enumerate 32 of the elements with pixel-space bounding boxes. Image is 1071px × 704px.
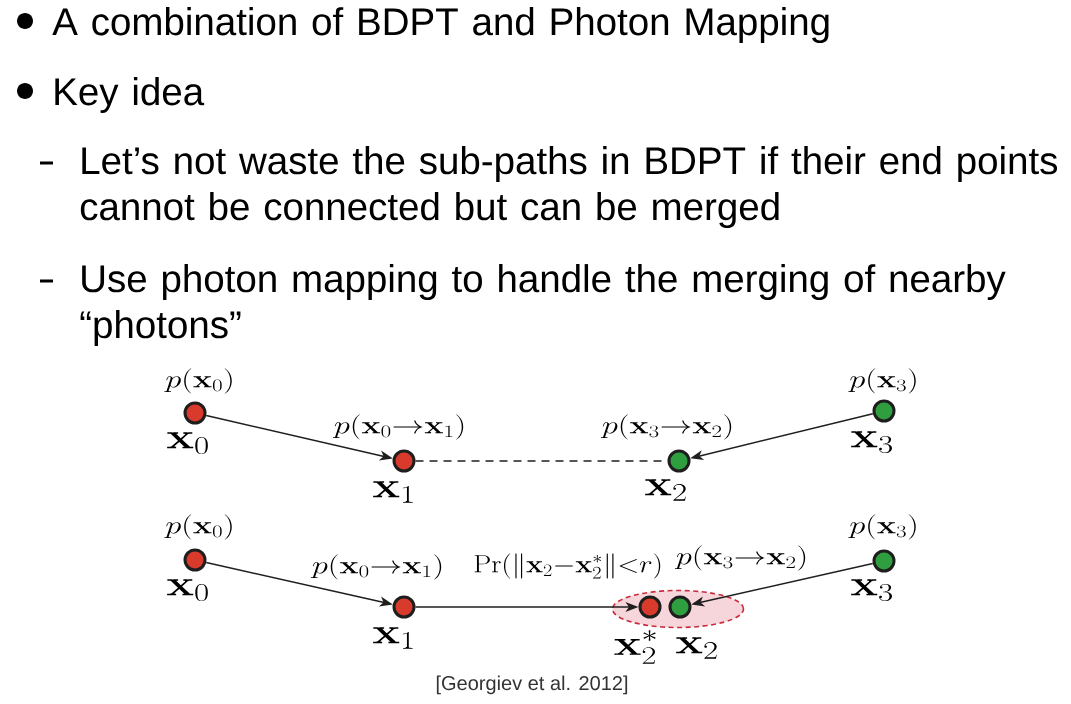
vertex-label: $\mathbf{x}_2$ [645, 479, 686, 501]
probability-label: $p(\mathbf{x}_3)$ [848, 368, 916, 394]
vertex-dot [392, 449, 416, 473]
vertex-dot [183, 401, 207, 425]
edge-label: $p(\mathbf{x}_0{\to}\mathbf{x}_1)$ [310, 554, 442, 580]
edge-label: $p(\mathbf{x}_0{\to}\mathbf{x}_1)$ [332, 414, 464, 440]
vertex-label: $\mathbf{x}_2$ [676, 637, 717, 659]
vertex-label: $\mathbf{x}_1$ [373, 481, 413, 503]
vertex-label: $\mathbf{x}_3$ [851, 579, 892, 602]
vertex-label: $\mathbf{x}_3$ [851, 431, 892, 454]
edge-label: $\mathrm{Pr}(\|\mathbf{x}_2{-}\mathbf{x}_2^*\|{<}r)$ [474, 553, 661, 579]
vertex-dot [183, 548, 207, 572]
vertex-label: $\mathbf{x}_0$ [167, 432, 208, 455]
bullet-text: Use photon mapping to handle the merging of nearby “photons” [80, 264, 1006, 346]
probability-label: $p(\mathbf{x}_0)$ [164, 368, 232, 394]
bullet-text: A combination of BDPT and Photon Mapping [52, 7, 829, 43]
vertex-dot [638, 595, 662, 619]
probability-label: $p(\mathbf{x}_0)$ [164, 514, 232, 540]
vertex-dot [872, 399, 896, 423]
vertex-label: $\mathbf{x}_1$ [373, 627, 413, 649]
bullet-text: Key idea [55, 77, 205, 113]
edge-label: $p(\mathbf{x}_3{\to}\mathbf{x}_2)$ [600, 414, 732, 440]
edge-label: $p(\mathbf{x}_3{\to}\mathbf{x}_2)$ [674, 545, 806, 571]
vertex-label: $\mathbf{x}_0$ [167, 579, 208, 602]
vertex-dot [668, 595, 692, 619]
probability-label: $p(\mathbf{x}_3)$ [848, 514, 916, 540]
vertex-dot [392, 595, 416, 619]
bullet-text: Let’s not waste the sub-paths in BDPT if their end points cannot be connected but can be merged [80, 146, 1058, 228]
vertex-dot [667, 449, 691, 473]
vertex-dot [872, 549, 896, 573]
vertex-label: $\mathbf{x}_2^*$ [614, 630, 656, 664]
citation: [Georgiev et al. 2012] [436, 675, 628, 695]
